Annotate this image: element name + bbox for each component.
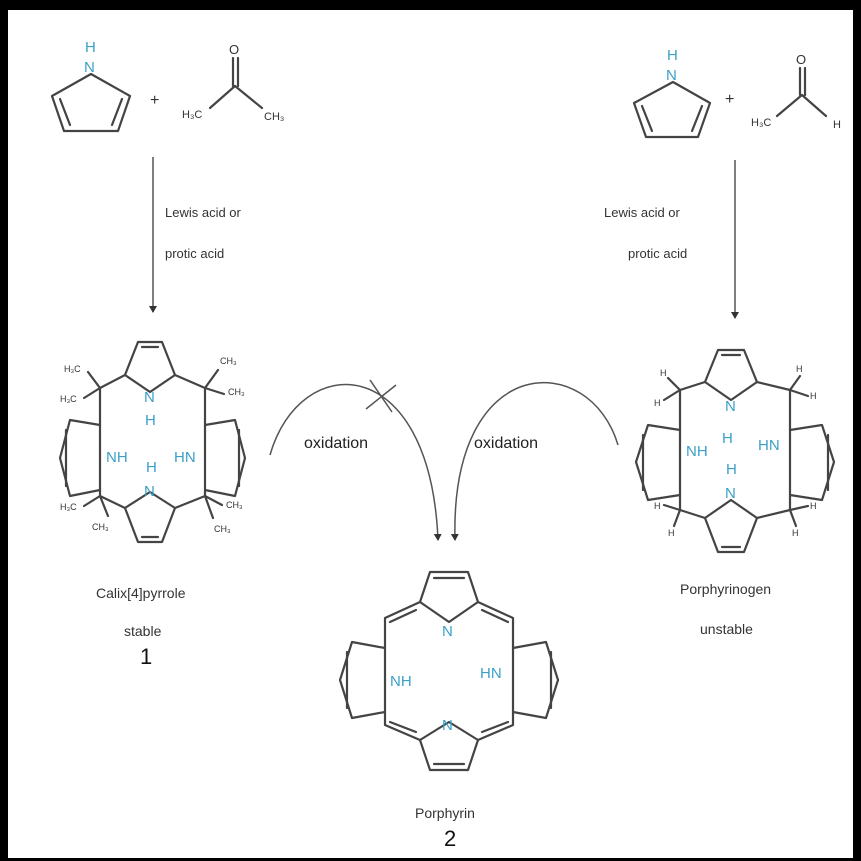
- calix-right-hn: HN: [174, 449, 196, 466]
- acetone-oxygen: O: [229, 42, 239, 57]
- calix-top-n: N: [144, 389, 155, 406]
- calix-methyl-7: CH₃: [226, 500, 243, 510]
- porphyrinogen-h-1: H: [660, 368, 667, 378]
- porphyrinogen-left-nh: NH: [686, 443, 708, 460]
- porphyrinogen-h-8: H: [792, 528, 799, 538]
- porphyrinogen-structure: H H H H H H H H N NH H H HN N: [634, 348, 836, 554]
- acetaldehyde: O H₃C H: [751, 52, 841, 131]
- calix-top-h: H: [145, 412, 156, 429]
- acetaldehyde-h: H: [833, 119, 841, 131]
- condition-right-line1: Lewis acid or: [604, 205, 681, 220]
- porphyrinogen-name: Porphyrinogen: [680, 581, 771, 597]
- calix-methyl-2: H₃C: [60, 394, 77, 404]
- calix-bottom-n: N: [144, 483, 155, 500]
- oxidation-arrow-left: [269, 383, 442, 541]
- porphyrinogen-h-5: H: [654, 501, 661, 511]
- porphyrinogen-h-center-top: H: [722, 430, 733, 447]
- condition-right-line2: protic acid: [628, 246, 687, 261]
- calix-methyl-8: CH₃: [214, 524, 231, 534]
- acetone-methyl-right: CH₃: [264, 111, 284, 123]
- pyrrole-left: N H: [50, 39, 132, 133]
- pyrrole-right-h-label: H: [667, 47, 678, 64]
- calix-number: 1: [140, 644, 152, 669]
- acetone: O H₃C CH₃: [182, 42, 284, 123]
- condition-left-line2: protic acid: [165, 246, 224, 261]
- porphyrin-right-hn: HN: [480, 665, 502, 682]
- condition-left-line1: Lewis acid or: [165, 205, 242, 220]
- porphyrin-top-n: N: [442, 623, 453, 640]
- porphyrinogen-bottom-n: N: [725, 485, 736, 502]
- oxidation-label-right: oxidation: [474, 435, 538, 452]
- porphyrinogen-h-6: H: [668, 528, 675, 538]
- scheme-panel: [8, 10, 853, 858]
- calix-name: Calix[4]pyrrole: [96, 585, 186, 601]
- porphyrinogen-right-hn: HN: [758, 437, 780, 454]
- porphyrinogen-top-n: N: [725, 398, 736, 415]
- porphyrinogen-h-2: H: [654, 398, 661, 408]
- calix-methyl-4: CH₃: [228, 387, 245, 397]
- calix4pyrrole-structure: H₃C H₃C CH₃ CH₃ H₃C CH₃ CH₃ CH₃ N H NH H…: [58, 340, 247, 544]
- blocked-mark-2: [365, 384, 397, 410]
- blocked-mark-1: [369, 379, 393, 413]
- porphyrinogen-h-7: H: [810, 501, 817, 511]
- acetaldehyde-methyl: H₃C: [751, 117, 771, 129]
- plus-sign-right: +: [725, 91, 734, 108]
- plus-sign-left: +: [150, 92, 159, 109]
- oxidation-arrow-right: [450, 381, 619, 541]
- acetaldehyde-oxygen: O: [796, 52, 806, 67]
- calix-center-h: H: [146, 459, 157, 476]
- porphyrin-structure: N NH HN N: [338, 570, 560, 772]
- calix-left-nh: NH: [106, 449, 128, 466]
- porphyrin-left-nh: NH: [390, 673, 412, 690]
- porphyrin-name: Porphyrin: [415, 805, 475, 821]
- pyrrole-h-label: H: [85, 39, 96, 56]
- calix-methyl-1: H₃C: [64, 364, 81, 374]
- acetone-methyl-left: H₃C: [182, 109, 202, 121]
- calix-status: stable: [124, 623, 162, 639]
- pyrrole-right: N H: [632, 47, 712, 139]
- porphyrin-number: 2: [444, 826, 456, 851]
- porphyrinogen-h-4: H: [810, 391, 817, 401]
- porphyrinogen-status: unstable: [700, 621, 753, 637]
- porphyrin-bottom-n: N: [442, 717, 453, 734]
- calix-methyl-3: CH₃: [220, 356, 237, 366]
- pyrrole-right-n-label: N: [666, 67, 677, 84]
- calix-methyl-6: CH₃: [92, 522, 109, 532]
- porphyrinogen-h-3: H: [796, 364, 803, 374]
- pyrrole-n-label: N: [84, 59, 95, 76]
- oxidation-label-left: oxidation: [304, 435, 368, 452]
- calix-methyl-5: H₃C: [60, 502, 77, 512]
- porphyrinogen-h-center-bottom: H: [726, 461, 737, 478]
